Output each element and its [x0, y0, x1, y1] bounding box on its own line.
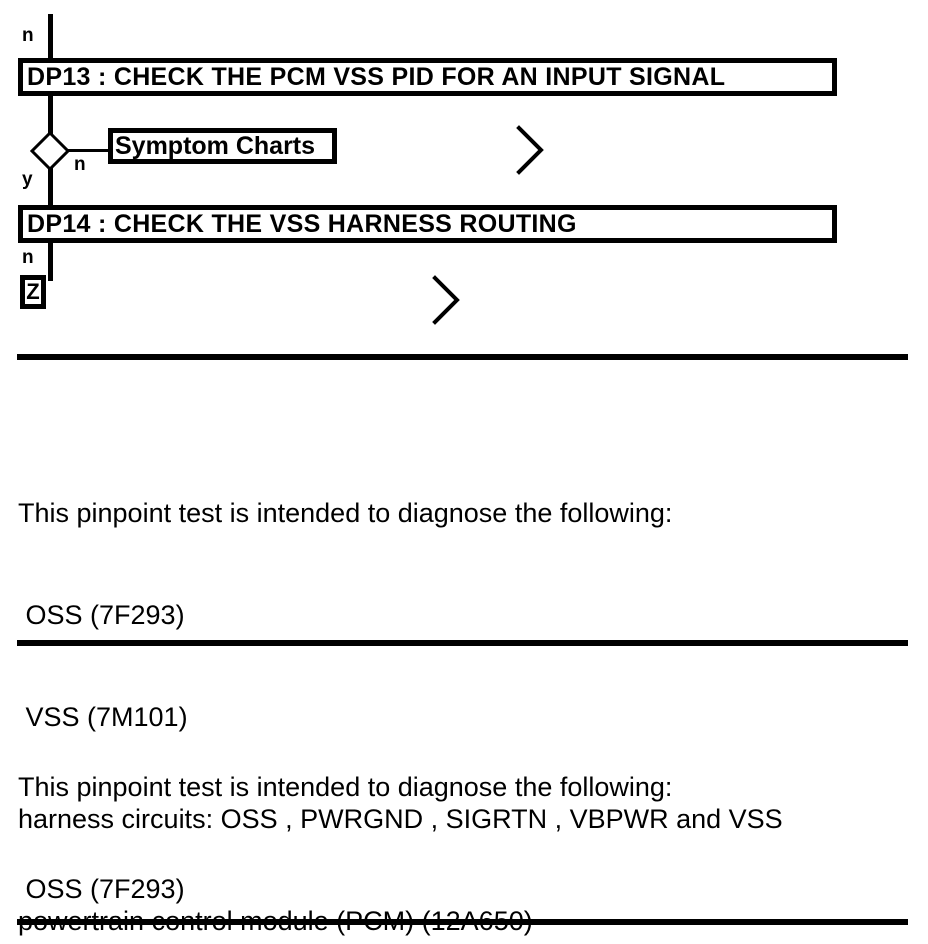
chevron-right-icon-1[interactable]: [516, 125, 550, 175]
divider-rule-3: [17, 919, 908, 925]
content-block-1-line-2: OSS (7F293): [18, 600, 185, 630]
step-label-dp14: DP14 : CHECK THE VSS HARNESS ROUTING: [27, 210, 577, 238]
chevron-right-icon-2[interactable]: [432, 275, 466, 325]
step-box-dp13[interactable]: DP13 : CHECK THE PCM VSS PID FOR AN INPU…: [18, 58, 837, 96]
content-block-1-line-4: harness circuits: OSS , PWRGND , SIGRTN …: [18, 804, 783, 834]
branch-label-top: n: [22, 25, 34, 46]
terminator-label: Z: [26, 279, 40, 304]
content-block-1-line-3: VSS (7M101): [18, 702, 188, 732]
content-block-2-line-2: OSS (7F293): [18, 874, 185, 904]
symptom-charts-box[interactable]: Symptom Charts: [108, 128, 337, 164]
step-label-dp13: DP13 : CHECK THE PCM VSS PID FOR AN INPU…: [27, 63, 726, 91]
divider-rule-2: [17, 640, 908, 646]
connector-line-dp14-to-terminator: [48, 243, 53, 281]
content-block-1-line-1: This pinpoint test is intended to diagno…: [18, 498, 673, 528]
terminator-box-z[interactable]: Z: [20, 275, 46, 309]
connector-line-decision-to-symptom-charts: [68, 149, 110, 152]
branch-label-decision-yes: y: [22, 169, 33, 190]
connector-line-decision-to-dp14: [48, 168, 53, 210]
content-block-1: This pinpoint test is intended to diagno…: [18, 428, 908, 944]
branch-label-terminator: n: [22, 247, 34, 268]
connector-line-top: [48, 14, 53, 60]
symptom-charts-label: Symptom Charts: [115, 132, 316, 160]
branch-label-decision-no: n: [74, 154, 86, 175]
content-block-2-line-1: This pinpoint test is intended to diagno…: [18, 772, 673, 802]
decision-diamond[interactable]: [30, 131, 70, 171]
divider-rule-1: [17, 354, 908, 360]
step-box-dp14[interactable]: DP14 : CHECK THE VSS HARNESS ROUTING: [18, 205, 837, 243]
content-block-2: This pinpoint test is intended to diagno…: [18, 702, 908, 944]
connector-line-dp13-to-decision: [48, 96, 53, 136]
